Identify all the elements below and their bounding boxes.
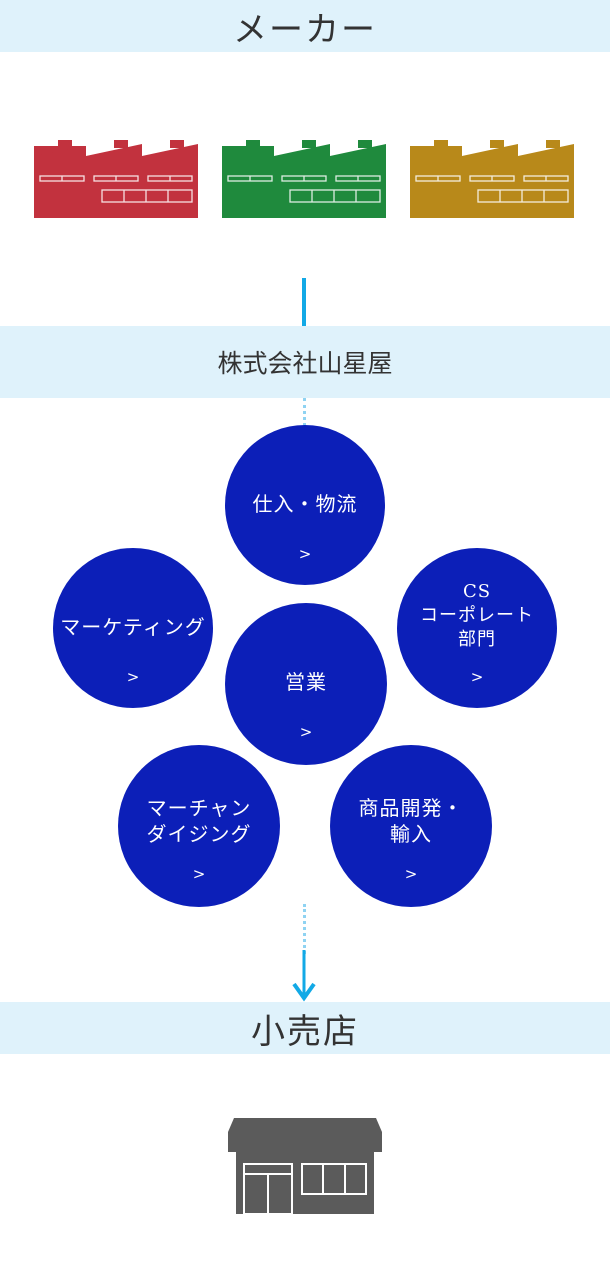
factory-icon-red [34,126,198,218]
retail-header: 小売店 [0,1002,610,1054]
department-label-line: コーポレート [420,605,534,626]
department-label: 商品開発・ 輸入 [359,795,464,847]
chevron-right-icon: > [299,723,313,741]
chevron-right-icon: > [192,865,206,883]
department-label: 営業 [285,670,327,694]
department-marketing[interactable]: マーケティング > [53,548,213,708]
flow-dashed-line [303,398,306,426]
department-label-line: 部門 [458,629,496,650]
department-label-line: ダイジング [146,822,252,846]
flow-connector-line [302,278,306,326]
department-label: マーチャン ダイジング [147,795,252,847]
chevron-right-icon: > [126,668,140,686]
department-label: マーケティング [60,615,206,639]
shop-icon [228,1118,382,1214]
maker-title: メーカー [233,9,377,50]
flow-dashed-line [303,904,306,954]
department-label-line: 輸入 [390,822,432,846]
factory-icon-gold [410,126,574,218]
maker-header: メーカー [0,0,610,52]
department-sales[interactable]: 営業 > [225,603,387,765]
chevron-right-icon: > [298,545,312,563]
department-label-line: CS [462,581,492,602]
department-label-line: 商品開発・ [358,796,464,820]
company-title: 株式会社山星屋 [217,349,393,378]
retail-title: 小売店 [251,1011,359,1052]
factory-icon-green [222,126,386,218]
department-label: 仕入・物流 [252,492,358,516]
department-label: CS コーポレート 部門 [420,580,534,652]
department-product-development[interactable]: 商品開発・ 輸入 > [330,745,492,907]
department-label-line: マーチャン [146,796,252,820]
arrow-down-icon [292,950,316,1002]
company-header: 株式会社山星屋 [0,326,610,398]
chevron-right-icon: > [470,668,484,686]
department-purchasing-logistics[interactable]: 仕入・物流 > [225,425,385,585]
department-cs-corporate[interactable]: CS コーポレート 部門 > [397,548,557,708]
department-merchandising[interactable]: マーチャン ダイジング > [118,745,280,907]
chevron-right-icon: > [404,865,418,883]
